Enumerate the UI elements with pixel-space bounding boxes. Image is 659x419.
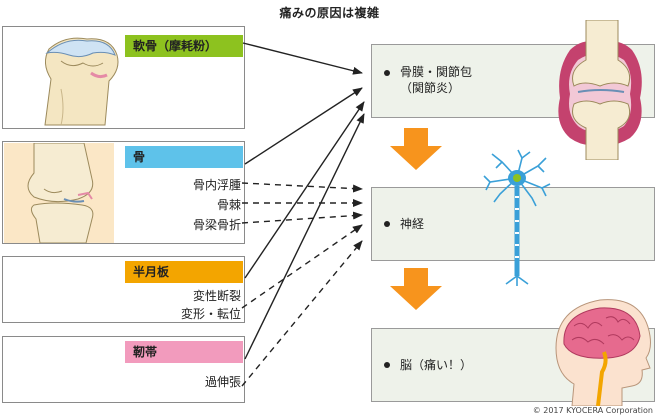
meniscus-tag: 半月板 bbox=[125, 261, 243, 283]
cartilage-tag: 軟骨（摩耗粉） bbox=[125, 35, 243, 57]
inflamed-joint-illustration bbox=[558, 20, 642, 160]
knee-bone-illustration bbox=[4, 143, 114, 243]
knee-cartilage-illustration bbox=[44, 37, 119, 126]
meniscus-item-degenerative-tear: 変性断裂 bbox=[192, 289, 241, 303]
nerve-bullet bbox=[384, 221, 390, 227]
brain-bullet bbox=[384, 362, 390, 368]
arrow-cartilage-to-periosteum bbox=[242, 42, 363, 75]
flow-arrow-periosteum-to-nerve bbox=[390, 128, 442, 170]
flow-arrow-nerve-to-brain bbox=[390, 268, 442, 310]
periosteum-label: 骨膜・関節包 （関節炎） bbox=[400, 65, 473, 95]
arrow-fracture-to-nerve bbox=[241, 211, 363, 224]
bone-tag: 骨 bbox=[125, 146, 243, 168]
ligament-panel: 靭帯 過伸張 bbox=[2, 336, 245, 403]
arrow-meniscus-to-nerve bbox=[241, 224, 363, 309]
arrow-meniscus-to-periosteum bbox=[244, 101, 365, 279]
neuron-illustration bbox=[483, 149, 551, 286]
meniscus-item-deformation: 変形・転位 bbox=[180, 307, 241, 321]
copyright-text: © 2017 KYOCERA Corporation bbox=[532, 406, 653, 415]
bone-item-osteophyte: 骨棘 bbox=[216, 198, 241, 212]
nerve-label: 神経 bbox=[400, 217, 425, 231]
arrow-edema-to-nerve bbox=[241, 182, 363, 193]
ligament-item-overstretch: 過伸張 bbox=[204, 375, 241, 389]
periosteum-bullet bbox=[384, 70, 390, 76]
meniscus-panel: 半月板 変性断裂 変形・転位 bbox=[2, 256, 245, 323]
arrow-ligament-to-nerve bbox=[241, 240, 363, 387]
ligament-tag: 靭帯 bbox=[125, 341, 243, 363]
bone-panel: 骨 骨内浮腫 骨棘 骨梁骨折 bbox=[2, 141, 245, 244]
nerve-box: 神経 bbox=[371, 187, 655, 261]
arrow-ligament-to-periosteum bbox=[244, 113, 365, 360]
arrow-bone-to-periosteum bbox=[244, 87, 363, 165]
head-brain-illustration bbox=[555, 299, 651, 406]
bone-item-trabecular-fracture: 骨梁骨折 bbox=[192, 218, 241, 232]
page-title: 痛みの原因は複雑 bbox=[279, 6, 380, 20]
bone-item-edema: 骨内浮腫 bbox=[192, 178, 241, 192]
brain-label: 脳（痛い！） bbox=[400, 358, 473, 372]
cartilage-panel: 軟骨（摩耗粉） bbox=[2, 26, 245, 129]
